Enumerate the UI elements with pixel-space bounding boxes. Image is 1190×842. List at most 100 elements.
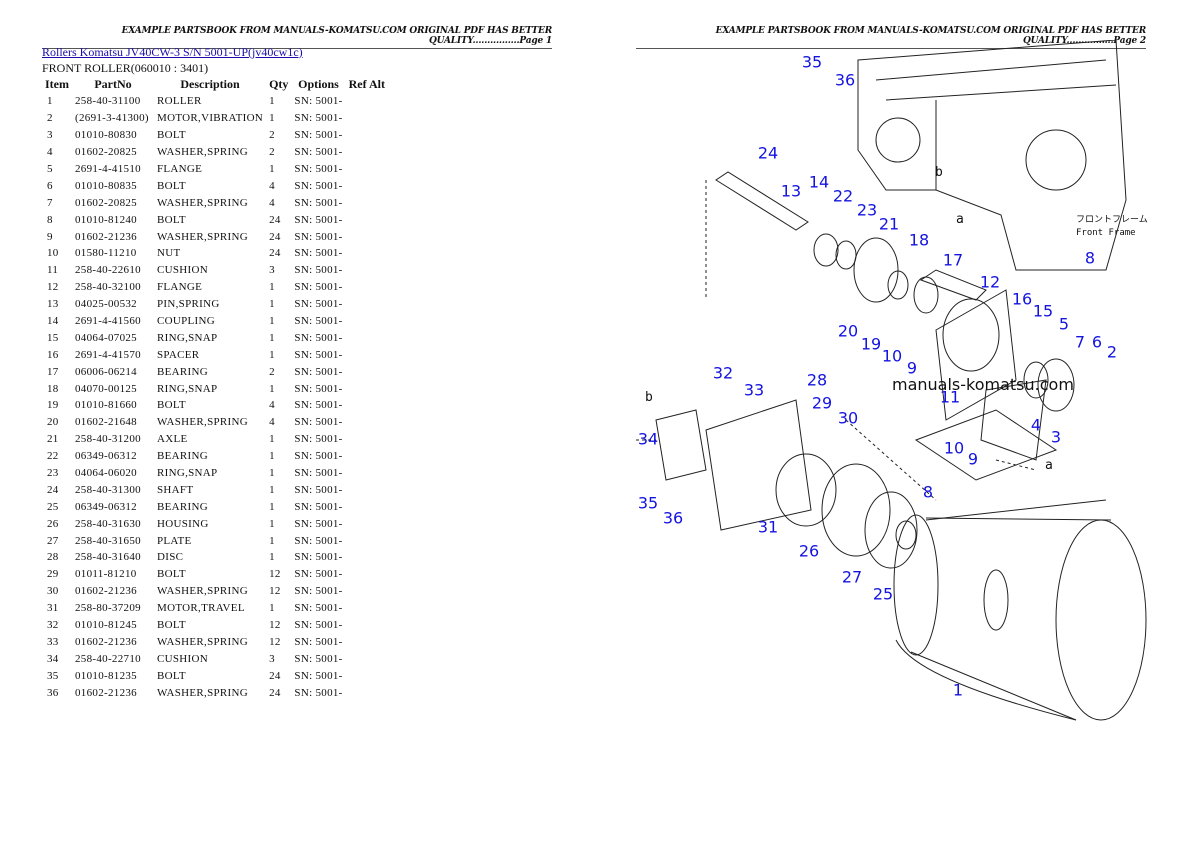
callout-number: 4 (1030, 415, 1042, 435)
roller-drum (895, 499, 1107, 721)
options: SN: 5001- (294, 500, 343, 513)
callout-number: 26 (798, 541, 820, 561)
description: CUSHION (157, 652, 208, 665)
quantity: 3 (269, 652, 275, 665)
item-number: 10 (47, 247, 59, 260)
item-number: 1 (47, 95, 53, 108)
ref-alt (346, 634, 388, 651)
arrow-label: a (956, 212, 964, 227)
col-item: Item (45, 77, 69, 91)
callout-number: 18 (908, 230, 930, 250)
callout-number: 35 (801, 52, 823, 72)
quantity: 1 (269, 450, 275, 463)
callout-number: 2 (1106, 342, 1118, 362)
options: SN: 5001- (294, 382, 343, 395)
callout-number: 24 (757, 143, 779, 163)
item-number: 14 (47, 315, 59, 328)
quantity: 1 (269, 433, 275, 446)
item-number: 13 (47, 298, 59, 311)
options: SN: 5001- (294, 568, 343, 581)
description: SHAFT (157, 483, 194, 496)
table-header-row: Item PartNo Description Qty Options Ref … (42, 76, 388, 93)
options: SN: 5001- (294, 146, 343, 159)
options: SN: 5001- (294, 129, 343, 142)
options: SN: 5001- (294, 298, 343, 311)
callout-number: 17 (942, 250, 964, 270)
callout-number: 27 (841, 567, 863, 587)
ref-alt (346, 228, 388, 245)
quantity: 2 (269, 129, 275, 142)
options: SN: 5001- (294, 399, 343, 412)
part-number: 01602-21236 (75, 635, 137, 648)
ref-alt (346, 313, 388, 330)
options: SN: 5001- (294, 95, 343, 108)
description: BOLT (157, 129, 186, 142)
part-number: 01010-81235 (75, 669, 137, 682)
page-header: EXAMPLE PARTSBOOK FROM MANUALS-KOMATSU.C… (636, 26, 1146, 49)
options: SN: 5001- (294, 635, 343, 648)
front-frame-en: Front Frame (1076, 228, 1136, 238)
quantity: 1 (269, 163, 275, 175)
callout-number: 31 (757, 517, 779, 537)
quantity: 1 (269, 602, 275, 615)
callout-number: 9 (967, 449, 979, 469)
callout-number: 15 (1032, 301, 1054, 321)
part-number: 04025-00532 (75, 298, 137, 311)
description: FLANGE (157, 163, 203, 175)
quantity: 1 (269, 382, 275, 395)
part-number: 01010-80835 (75, 179, 137, 192)
description: BOLT (157, 399, 186, 412)
ref-alt (346, 279, 388, 296)
item-number: 17 (47, 365, 59, 378)
front-frame-jp: フロントフレーム (1076, 215, 1148, 225)
quantity: 24 (269, 669, 281, 682)
ref-alt (346, 93, 388, 110)
ref-alt (346, 667, 388, 684)
item-number: 25 (47, 500, 59, 513)
callout-number: 11 (939, 387, 961, 407)
ref-alt (346, 262, 388, 279)
callout-number: 10 (943, 438, 965, 458)
options: SN: 5001- (294, 213, 343, 226)
options: SN: 5001- (294, 602, 343, 615)
callout-number: 8 (922, 482, 934, 502)
description: BEARING (157, 500, 208, 513)
ref-alt (346, 363, 388, 380)
description: SPACER (157, 348, 200, 361)
arrow-label: b (645, 390, 653, 405)
part-number: 258-40-32100 (75, 281, 141, 294)
part-number: 01011-81210 (75, 568, 137, 581)
ref-alt (346, 245, 388, 262)
ref-alt (346, 600, 388, 617)
callout-number: 20 (837, 321, 859, 341)
part-number: 258-40-31100 (75, 95, 141, 108)
quantity: 1 (269, 483, 275, 496)
item-number: 36 (47, 686, 59, 699)
item-number: 6 (47, 179, 53, 192)
item-number: 24 (47, 483, 59, 496)
description: NUT (157, 247, 181, 260)
part-number: 258-40-31650 (75, 534, 141, 547)
quantity: 12 (269, 635, 281, 648)
model-link[interactable]: Rollers Komatsu JV40CW-3 S/N 5001-UP(jv4… (42, 45, 303, 59)
ref-alt (346, 617, 388, 634)
options: SN: 5001- (294, 163, 343, 175)
item-number: 34 (47, 652, 59, 665)
callout-number: 23 (856, 200, 878, 220)
quantity: 1 (269, 95, 275, 108)
description: PIN,SPRING (157, 298, 220, 311)
description: WASHER,SPRING (157, 230, 248, 243)
ref-alt (346, 431, 388, 448)
